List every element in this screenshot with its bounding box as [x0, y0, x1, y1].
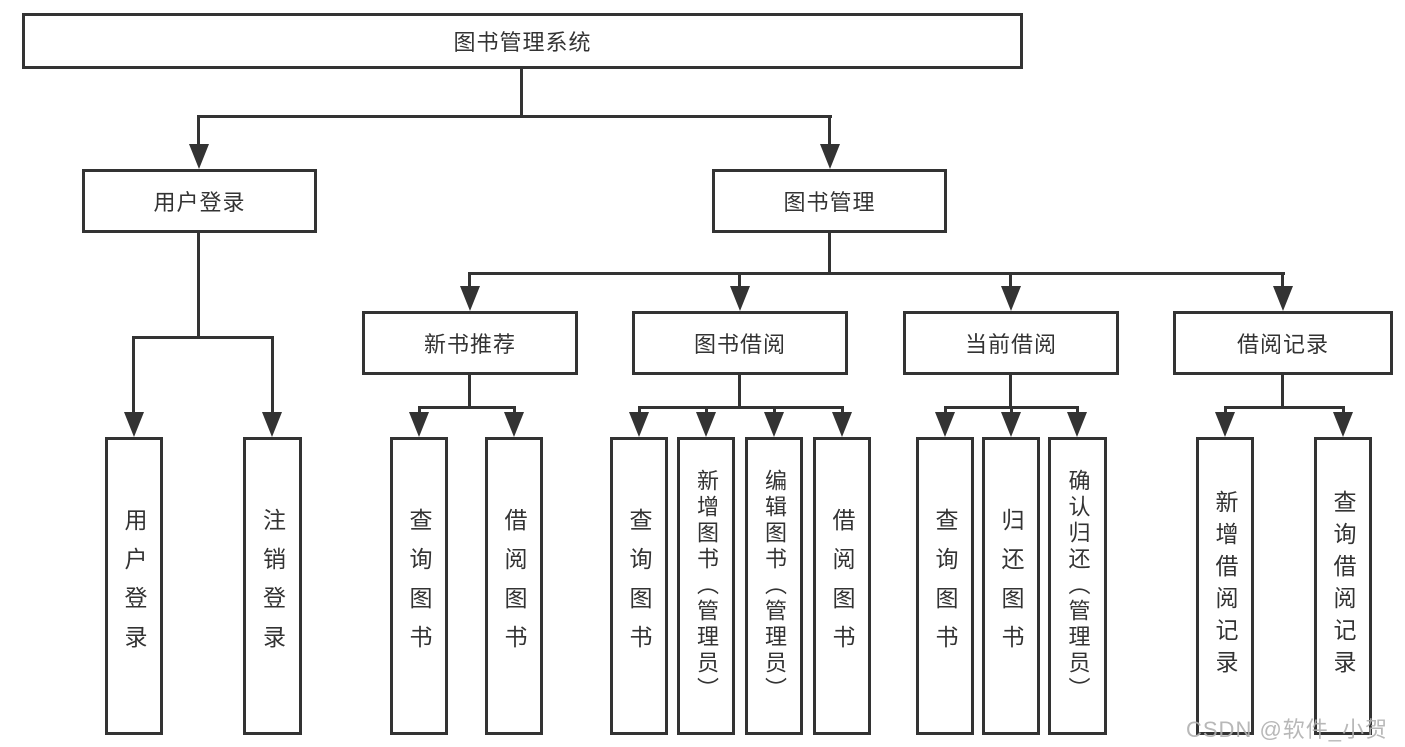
node-borrowing-records: 借阅记录	[1173, 311, 1393, 375]
connector-drop-logout-leaf	[271, 336, 274, 415]
node-user-login: 用户登录	[82, 169, 317, 233]
connector-book-borrow-stem	[738, 375, 741, 408]
node-current-borrowing: 当前借阅	[903, 311, 1119, 375]
connector-stub	[1076, 406, 1079, 414]
connector-user-login-stem	[197, 233, 200, 339]
connector-borrow-records-rail	[1224, 406, 1345, 409]
connector-stub	[638, 406, 641, 414]
arrowhead-leaf	[832, 412, 852, 437]
leaf-edit-books-admin: 编辑图书（管理员）	[745, 437, 803, 735]
arrowhead-leaf	[696, 412, 716, 437]
node-library-management-system: 图书管理系统	[22, 13, 1023, 69]
connector-stub	[841, 406, 844, 414]
connector-level3-rail	[468, 272, 1285, 275]
connector-borrow-records-stem	[1281, 375, 1284, 408]
leaf-query-books-borrowing: 查询图书	[610, 437, 668, 735]
leaf-add-borrow-record: 新增借阅记录	[1196, 437, 1254, 735]
arrowhead-leaf	[504, 412, 524, 437]
connector-stub	[773, 406, 776, 414]
leaf-confirm-return-admin: 确认归还（管理员）	[1048, 437, 1107, 735]
connector-stub	[1342, 406, 1345, 414]
watermark: CSDN @软件_小贺同学	[1186, 717, 1389, 742]
arrowhead-leaf	[409, 412, 429, 437]
connector-drop-current-borrow	[1009, 272, 1012, 290]
connector-drop-book-borrow	[738, 272, 741, 290]
arrowhead-logout-leaf	[262, 412, 282, 437]
connector-stub	[513, 406, 516, 414]
connector-new-book-rail	[418, 406, 516, 409]
connector-book-borrow-rail	[638, 406, 844, 409]
connector-stub	[418, 406, 421, 414]
connector-book-mgmt-stem	[828, 233, 831, 275]
arrowhead-current-borrow	[1001, 286, 1021, 311]
connector-drop-book-mgmt	[828, 115, 831, 146]
node-new-book-recommend: 新书推荐	[362, 311, 578, 375]
arrowhead-new-book	[460, 286, 480, 311]
leaf-return-books: 归还图书	[982, 437, 1040, 735]
connector-root-stem	[520, 69, 523, 118]
arrowhead-book-mgmt	[820, 144, 840, 169]
connector-stub	[1010, 406, 1013, 414]
arrowhead-leaf	[629, 412, 649, 437]
connector-current-borrow-stem	[1009, 375, 1012, 408]
arrowhead-user-login	[189, 144, 209, 169]
connector-drop-new-book	[468, 272, 471, 290]
node-book-borrowing: 图书借阅	[632, 311, 848, 375]
connector-level2-rail	[197, 115, 832, 118]
leaf-query-books-recommend: 查询图书	[390, 437, 448, 735]
leaf-user-login: 用户登录	[105, 437, 163, 735]
leaf-query-books-current: 查询图书	[916, 437, 974, 735]
arrowhead-leaf	[1215, 412, 1235, 437]
arrowhead-leaf	[1001, 412, 1021, 437]
arrowhead-book-borrow	[730, 286, 750, 311]
connector-stub	[1224, 406, 1227, 414]
leaf-borrow-books-recommend: 借阅图书	[485, 437, 543, 735]
connector-stub	[944, 406, 947, 414]
arrowhead-leaf	[1067, 412, 1087, 437]
connector-drop-borrow-records	[1281, 272, 1284, 290]
leaf-add-books-admin: 新增图书（管理员）	[677, 437, 735, 735]
connector-drop-login-leaf	[132, 336, 135, 415]
leaf-query-borrow-record: 查询借阅记录	[1314, 437, 1372, 735]
arrowhead-login-leaf	[124, 412, 144, 437]
connector-user-login-rail	[132, 336, 274, 339]
connector-drop-user-login	[197, 115, 200, 146]
leaf-borrow-books-borrowing: 借阅图书	[813, 437, 871, 735]
arrowhead-leaf	[935, 412, 955, 437]
node-book-management: 图书管理	[712, 169, 947, 233]
connector-stub	[705, 406, 708, 414]
arrowhead-leaf	[1333, 412, 1353, 437]
connector-new-book-stem	[468, 375, 471, 408]
arrowhead-leaf	[764, 412, 784, 437]
arrowhead-borrow-records	[1273, 286, 1293, 311]
leaf-logout: 注销登录	[243, 437, 302, 735]
